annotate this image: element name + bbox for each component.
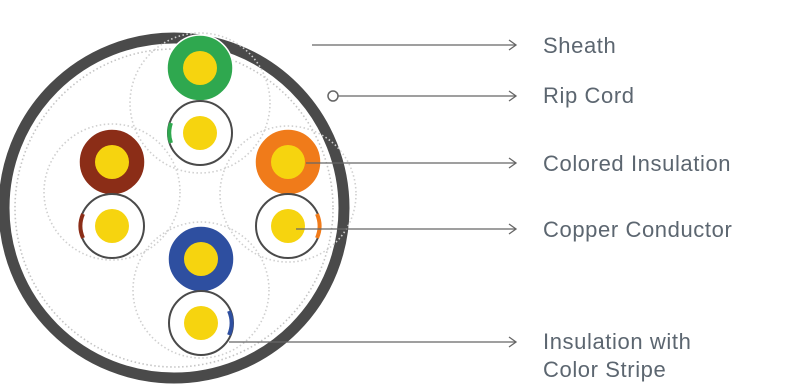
orange-striped-copper-conductor	[271, 209, 305, 243]
leader-insulation-with-stripe	[229, 336, 518, 348]
pair-group-bottom-outline	[132, 221, 270, 359]
label-copper-conductor: Copper Conductor	[543, 217, 732, 242]
green-color-stripe	[167, 122, 173, 144]
leader-rip-cord	[338, 90, 518, 102]
green-pair	[166, 34, 234, 166]
orange-color-stripe	[315, 213, 322, 239]
label-sheath: Sheath	[543, 33, 616, 58]
leader-sheath	[312, 39, 518, 51]
blue-striped-copper-conductor	[184, 306, 218, 340]
pair-group-left-outline	[43, 123, 181, 261]
brown-color-stripe	[78, 213, 85, 239]
green-copper-conductor	[183, 51, 217, 85]
leader-colored-insulation	[306, 157, 518, 169]
blue-pair	[167, 225, 235, 356]
label-rip-cord: Rip Cord	[543, 83, 635, 108]
blue-color-stripe	[227, 310, 234, 336]
label-insulation-with-stripe-line2: Color Stripe	[543, 357, 666, 382]
label-colored-insulation: Colored Insulation	[543, 151, 731, 176]
brown-copper-conductor	[95, 145, 129, 179]
orange-pair	[254, 128, 322, 259]
brown-pair	[78, 128, 146, 259]
pair-group-right-outline	[219, 125, 357, 263]
orange-copper-conductor	[271, 145, 305, 179]
cable-sheath	[0, 32, 350, 384]
leader-copper-conductor	[296, 223, 518, 235]
pair-group-top-outline	[129, 32, 271, 174]
green-striped-copper-conductor	[183, 116, 217, 150]
blue-copper-conductor	[184, 242, 218, 276]
label-insulation-with-stripe-line1: Insulation with	[543, 329, 691, 354]
leader-lines	[229, 39, 518, 348]
rip-cord	[327, 90, 339, 102]
brown-striped-copper-conductor	[95, 209, 129, 243]
